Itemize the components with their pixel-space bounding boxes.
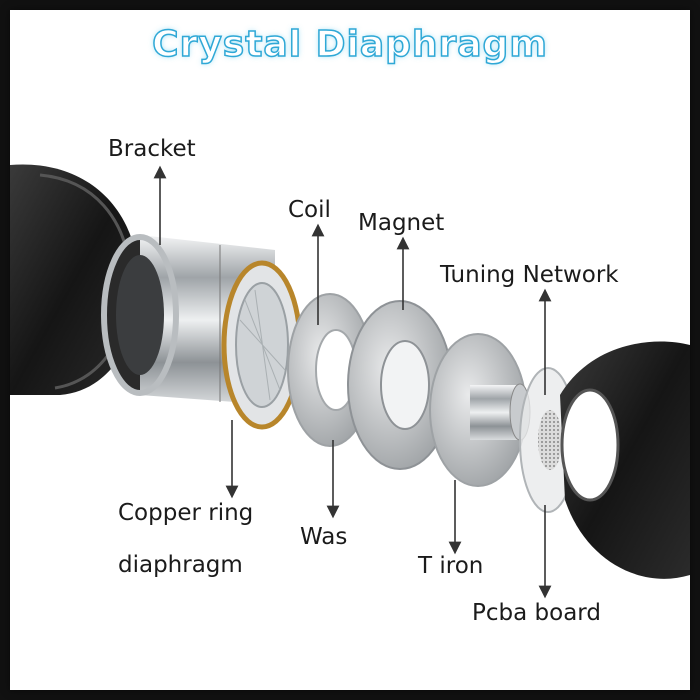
label-t-iron: T iron (418, 553, 484, 579)
label-coil: Coil (288, 197, 331, 223)
t-iron-part (429, 333, 531, 487)
label-magnet: Magnet (358, 210, 445, 236)
diagram-title: Crystal Diaphragm (151, 23, 548, 66)
label-bracket: Bracket (108, 136, 196, 162)
leader-lines (153, 165, 552, 599)
copper-ring-diaphragm-part (221, 260, 303, 430)
right-shell (560, 341, 690, 579)
label-diaphragm: diaphragm (118, 552, 243, 578)
label-tuning-network: Tuning Network (440, 262, 619, 288)
label-was: Was (300, 524, 348, 550)
label-pcba-board: Pcba board (472, 600, 601, 626)
label-copper-ring: Copper ring (118, 500, 254, 526)
